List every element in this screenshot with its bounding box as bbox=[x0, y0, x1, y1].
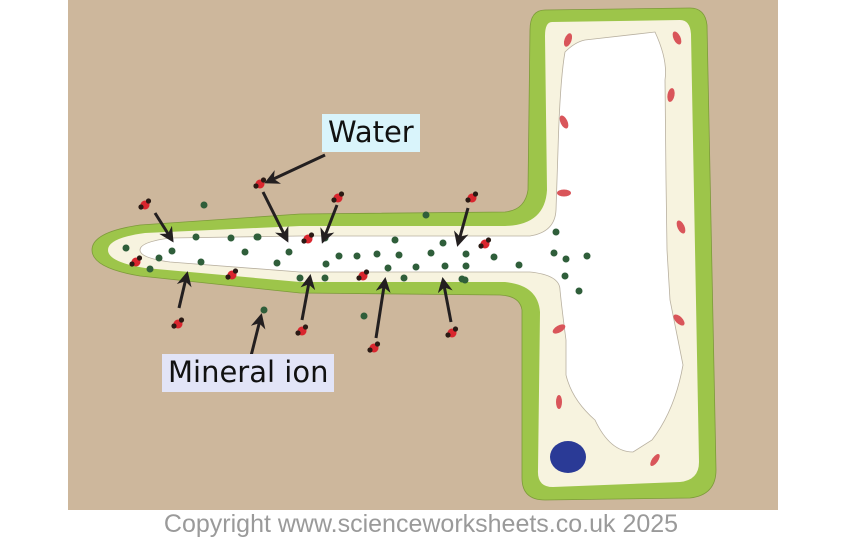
vacuole bbox=[139, 31, 684, 453]
copyright-footer: Copyright www.scienceworksheets.co.uk 20… bbox=[163, 510, 679, 538]
water-label: Water bbox=[322, 114, 420, 152]
movement-arrows bbox=[153, 153, 470, 361]
mineral-ion-label: Mineral ion bbox=[162, 354, 335, 392]
chloroplasts bbox=[552, 31, 686, 466]
nucleus bbox=[550, 441, 586, 473]
